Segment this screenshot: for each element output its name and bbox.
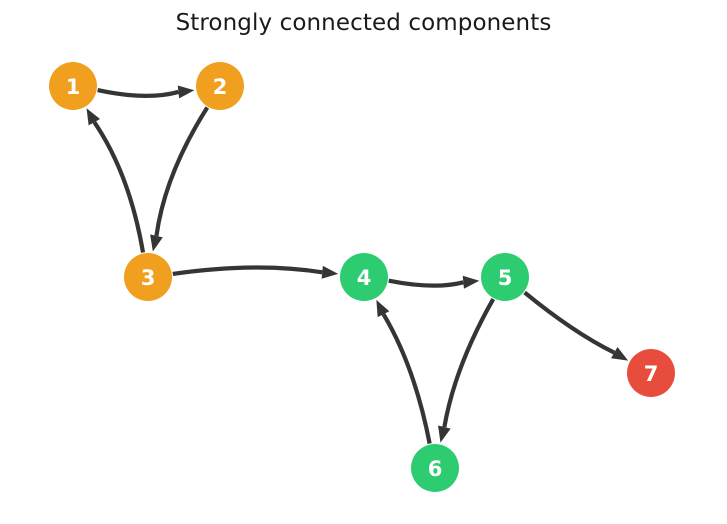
graph-node-7[interactable]: 7 (627, 349, 675, 397)
arrowhead-1-to-2 (177, 85, 195, 99)
node-circle-1[interactable] (49, 62, 97, 110)
graph-node-2[interactable]: 2 (196, 62, 244, 110)
node-circle-3[interactable] (124, 253, 172, 301)
arrowhead-3-to-1 (86, 108, 100, 126)
node-circle-6[interactable] (411, 444, 459, 492)
graph-node-3[interactable]: 3 (124, 253, 172, 301)
edge-4-to-5 (388, 278, 464, 288)
node-circle-5[interactable] (481, 253, 529, 301)
arrowhead-3-to-4 (321, 265, 339, 279)
node-circle-2[interactable] (196, 62, 244, 110)
edge-2-to-3 (154, 106, 210, 237)
graph-node-4[interactable]: 4 (340, 253, 388, 301)
edges-layer (86, 85, 629, 444)
graph-node-1[interactable]: 1 (49, 62, 97, 110)
graph-node-5[interactable]: 5 (481, 253, 529, 301)
arrowhead-2-to-3 (150, 234, 163, 252)
nodes-layer: 1 2 3 4 5 6 7 (49, 62, 675, 492)
arrowhead-4-to-5 (462, 275, 480, 289)
graph-node-6[interactable]: 6 (411, 444, 459, 492)
edge-6-to-4 (381, 313, 432, 444)
page-title: Strongly connected components (175, 10, 552, 36)
node-circle-7[interactable] (627, 349, 675, 397)
arrowhead-5-to-6 (438, 425, 451, 443)
edge-3-to-1 (92, 121, 146, 253)
node-circle-4[interactable] (340, 253, 388, 301)
edge-5-to-7 (523, 290, 616, 355)
edge-1-to-2 (97, 88, 179, 98)
edge-5-to-6 (442, 298, 496, 428)
edge-3-to-4 (172, 265, 323, 277)
arrowhead-6-to-4 (376, 299, 390, 318)
arrowhead-5-to-7 (611, 347, 629, 361)
